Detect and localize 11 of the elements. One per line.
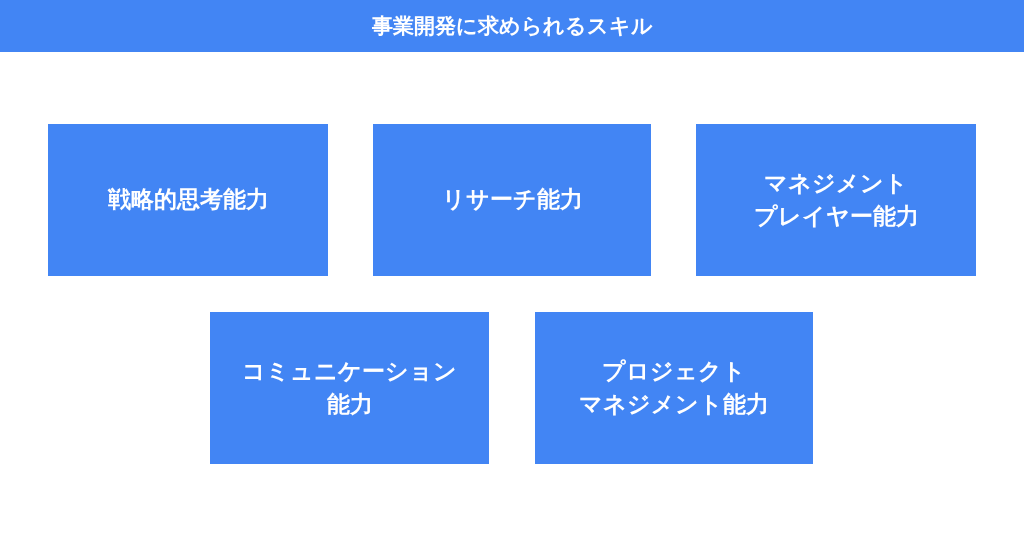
skill-box: [696, 124, 976, 276]
skill-label: 戦略的思考能力: [107, 185, 269, 215]
skill-box: [535, 312, 813, 464]
skill-box: [48, 124, 328, 276]
skill-label: マネジメントプレイヤー能力: [753, 168, 919, 231]
skill-box: [373, 124, 651, 276]
skill-box: [210, 312, 489, 464]
skill-label: コミュニケーション能力: [242, 356, 457, 419]
skill-label: プロジェクトマネジメント能力: [579, 356, 769, 419]
title-text: 事業開発に求められるスキル: [371, 13, 653, 40]
skill-label: リサーチ能力: [441, 185, 583, 215]
